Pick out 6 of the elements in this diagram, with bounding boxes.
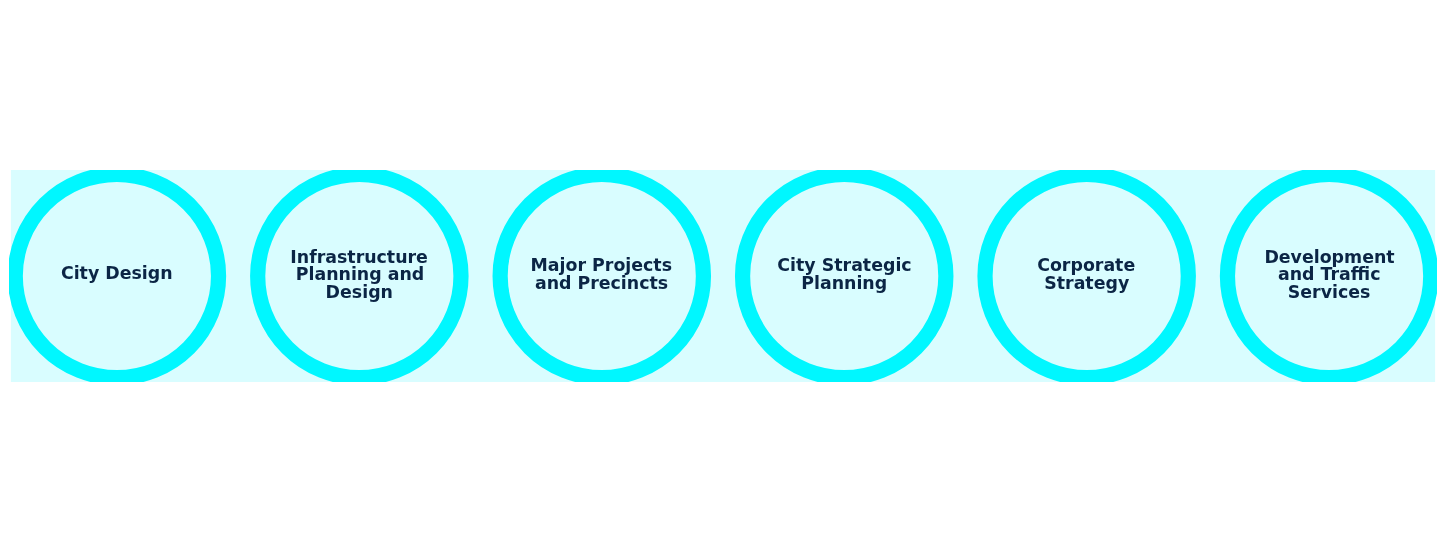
node-circle: City Strategic Planning	[734, 170, 953, 382]
node-circle: Infrastructure Planning and Design	[249, 170, 469, 382]
node-circle: Corporate Strategy	[976, 170, 1196, 382]
node-circle: Development and Traffic Services	[1219, 170, 1437, 382]
node-circle: City Design	[8, 170, 226, 382]
node-circle: Major Projects and Precincts	[492, 170, 711, 382]
